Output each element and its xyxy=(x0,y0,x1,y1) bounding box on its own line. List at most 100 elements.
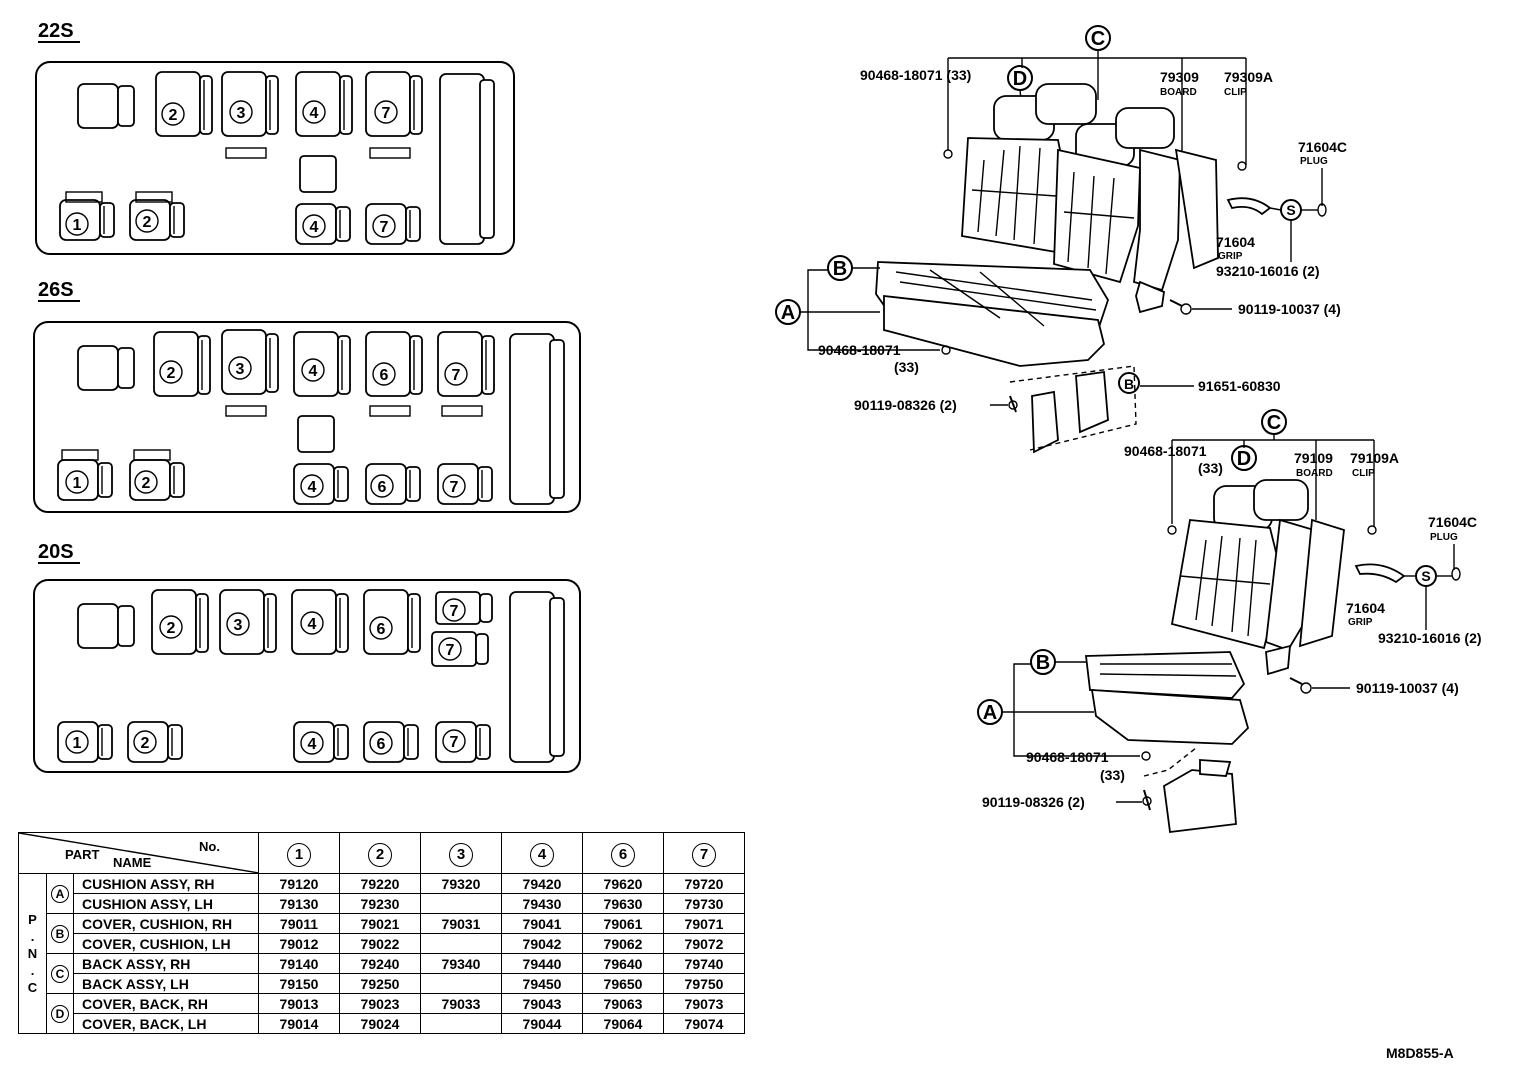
svg-text:7: 7 xyxy=(380,219,389,236)
table-header-row: PART NAME No. 1 2 3 4 6 7 xyxy=(18,832,745,874)
svg-text:B: B xyxy=(1036,652,1050,674)
svg-text:6: 6 xyxy=(380,367,389,384)
col-header-6: 6 xyxy=(582,832,664,874)
svg-text:71604: 71604 xyxy=(1216,234,1255,250)
svg-text:CLIP: CLIP xyxy=(1224,87,1247,98)
svg-text:79109: 79109 xyxy=(1294,450,1333,466)
svg-text:(33): (33) xyxy=(894,359,919,375)
svg-text:90468-18071 (33): 90468-18071 (33) xyxy=(860,67,971,83)
part-name: COVER, CUSHION, RH xyxy=(73,913,259,934)
svg-text:79309A: 79309A xyxy=(1224,69,1273,85)
svg-text:2: 2 xyxy=(167,620,176,637)
svg-text:2: 2 xyxy=(141,735,150,752)
svg-text:7: 7 xyxy=(446,642,455,659)
svg-text:PLUG: PLUG xyxy=(1430,532,1458,543)
group-d: D xyxy=(46,993,74,1034)
group-c: C xyxy=(46,953,74,994)
table-corner-cell: PART NAME No. xyxy=(18,832,259,874)
svg-text:4: 4 xyxy=(310,219,319,236)
svg-text:A: A xyxy=(781,302,795,324)
svg-text:90468-18071: 90468-18071 xyxy=(818,342,901,358)
part-name: COVER, BACK, LH xyxy=(73,1013,259,1034)
part-name: BACK ASSY, RH xyxy=(73,953,259,974)
svg-text:C: C xyxy=(1091,28,1105,50)
part-name: CUSHION ASSY, RH xyxy=(73,873,259,894)
svg-text:GRIP: GRIP xyxy=(1218,251,1243,262)
name-header: NAME xyxy=(113,855,152,870)
svg-text:(33): (33) xyxy=(1100,767,1125,783)
svg-text:71604C: 71604C xyxy=(1428,514,1477,530)
svg-text:79309: 79309 xyxy=(1160,69,1199,85)
group-a: A xyxy=(46,873,74,914)
svg-text:90468-18071: 90468-18071 xyxy=(1026,749,1109,765)
svg-text:B: B xyxy=(833,258,847,280)
svg-text:PLUG: PLUG xyxy=(1300,156,1328,167)
svg-text:4: 4 xyxy=(309,363,318,380)
part-header: PART xyxy=(65,847,100,862)
svg-text:1: 1 xyxy=(73,217,82,234)
svg-text:4: 4 xyxy=(308,616,317,633)
svg-text:7: 7 xyxy=(450,479,459,496)
svg-text:90119-08326 (2): 90119-08326 (2) xyxy=(982,794,1085,810)
svg-text:GRIP: GRIP xyxy=(1348,617,1373,628)
svg-text:2: 2 xyxy=(169,107,178,124)
svg-text:B: B xyxy=(1124,376,1134,392)
table-row: COVER, CUSHION, LH 79012 79022 79042 790… xyxy=(19,933,745,954)
no-header: No. xyxy=(199,839,220,854)
svg-text:CLIP: CLIP xyxy=(1352,468,1375,479)
svg-text:2: 2 xyxy=(167,365,176,382)
svg-text:90119-10037 (4): 90119-10037 (4) xyxy=(1356,680,1459,696)
svg-text:4: 4 xyxy=(310,105,319,122)
svg-text:7: 7 xyxy=(452,367,461,384)
svg-text:90119-08326 (2): 90119-08326 (2) xyxy=(854,397,957,413)
svg-text:BOARD: BOARD xyxy=(1160,87,1197,98)
table-row: D COVER, BACK, RH 79013 79023 79033 7904… xyxy=(19,993,745,1034)
svg-text:6: 6 xyxy=(378,479,387,496)
part-name: CUSHION ASSY, LH xyxy=(73,893,259,914)
layout-26s: 26S 2 3 4 6 7 1 2 4 6 xyxy=(33,279,581,513)
svg-text:90119-10037 (4): 90119-10037 (4) xyxy=(1238,301,1341,317)
svg-text:3: 3 xyxy=(236,361,245,378)
table-row: P.N.C A CUSHION ASSY, RH 79120 79220 793… xyxy=(18,873,745,1034)
col-header-1: 1 xyxy=(258,832,340,874)
upper-seat-assembly: C 90468-18071 (33) D 79309 BOARD 79309A … xyxy=(775,25,1347,454)
svg-text:D: D xyxy=(1237,448,1251,470)
seat-2 xyxy=(155,71,213,137)
svg-text:BOARD: BOARD xyxy=(1296,468,1333,479)
svg-text:D: D xyxy=(1013,68,1027,90)
figure-code: M8D855-A xyxy=(1386,1045,1454,1061)
svg-text:2: 2 xyxy=(142,475,151,492)
svg-text:C: C xyxy=(1267,412,1281,434)
svg-text:3: 3 xyxy=(237,105,246,122)
layout-22s: 22S 2 3 4 7 1 2 4 xyxy=(35,20,515,255)
svg-text:(33): (33) xyxy=(1198,460,1223,476)
table-row: B COVER, CUSHION, RH 79011 79021 79031 7… xyxy=(19,913,745,954)
table-row: COVER, BACK, LH 79014 79024 79044 79064 … xyxy=(19,1013,745,1034)
col-header-4: 4 xyxy=(501,832,583,874)
part-name: BACK ASSY, LH xyxy=(73,973,259,994)
svg-text:91651-60830: 91651-60830 xyxy=(1198,378,1281,394)
group-b: B xyxy=(46,913,74,954)
layout-20s: 20S 2 3 4 6 7 7 1 xyxy=(33,541,581,773)
table-row: CUSHION ASSY, LH 79130 79230 79430 79630… xyxy=(19,893,745,914)
svg-text:4: 4 xyxy=(308,479,317,496)
svg-text:6: 6 xyxy=(377,621,386,638)
seat-3 xyxy=(221,71,279,137)
part-name: COVER, BACK, RH xyxy=(73,993,259,1014)
layout-label: 26S xyxy=(38,279,74,301)
svg-text:93210-16016 (2): 93210-16016 (2) xyxy=(1216,263,1320,279)
svg-text:93210-16016 (2): 93210-16016 (2) xyxy=(1378,630,1482,646)
svg-text:A: A xyxy=(983,702,997,724)
svg-text:1: 1 xyxy=(73,475,82,492)
table-row: BACK ASSY, LH 79150 79250 79450 79650 79… xyxy=(19,973,745,994)
layout-label: 22S xyxy=(38,20,74,42)
col-header-2: 2 xyxy=(339,832,421,874)
lower-seat-assembly: C 90468-18071 (33) D 79109 BOARD 79109A … xyxy=(977,409,1482,834)
svg-text:4: 4 xyxy=(308,736,317,753)
svg-text:S: S xyxy=(1421,568,1430,584)
svg-text:7: 7 xyxy=(450,603,459,620)
seat-4 xyxy=(295,71,353,137)
part-name: COVER, CUSHION, LH xyxy=(73,933,259,954)
svg-text:S: S xyxy=(1286,202,1295,218)
